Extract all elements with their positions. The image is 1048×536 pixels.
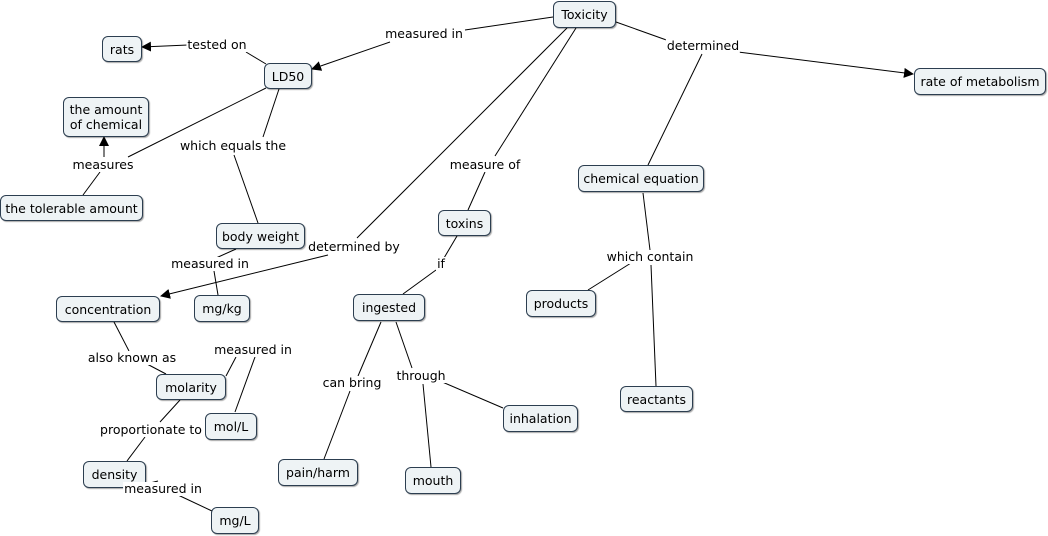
label-measured-in: measured in xyxy=(123,481,203,496)
node-amount-of-chemical[interactable]: the amount of chemical xyxy=(63,97,149,137)
link-also-molarity xyxy=(146,363,167,375)
link-molarity-measured-in xyxy=(225,356,237,377)
label-if: if xyxy=(436,256,446,271)
link-measured-in-ld50 xyxy=(311,41,391,71)
link-determined-chem-eq xyxy=(647,53,703,166)
node-body-weight[interactable]: body weight xyxy=(216,223,305,249)
link-tolerable-measures xyxy=(82,171,101,196)
node-toxicity[interactable]: Toxicity xyxy=(553,1,616,28)
label-measures: measures xyxy=(71,157,135,172)
node-inhalation[interactable]: inhalation xyxy=(503,405,578,432)
node-reactants[interactable]: reactants xyxy=(620,386,693,412)
link-toxicity-measured-in xyxy=(464,16,554,31)
link-toxicity-determined xyxy=(615,21,673,43)
link-molarity-proportionate xyxy=(159,399,181,423)
link-ingested-through xyxy=(395,321,413,369)
link-measured-in-mgl xyxy=(177,494,213,512)
link-ld50-which-equals xyxy=(262,88,280,138)
link-tested-on-rats xyxy=(141,41,189,52)
node-mouth[interactable]: mouth xyxy=(405,467,461,494)
node-ld50[interactable]: LD50 xyxy=(264,63,312,89)
link-determined-by-concentration xyxy=(160,254,329,299)
label-measure-of: measure of xyxy=(448,157,522,172)
node-molarity[interactable]: molarity xyxy=(156,374,226,400)
node-chemical-equation[interactable]: chemical equation xyxy=(578,165,704,192)
node-toxins[interactable]: toxins xyxy=(438,210,491,236)
label-determined: determined xyxy=(665,38,741,53)
node-pain-harm[interactable]: pain/harm xyxy=(278,459,358,486)
label-measured-in: measured in xyxy=(384,26,464,41)
node-rate-of-metabolism[interactable]: rate of metabolism xyxy=(914,68,1046,95)
label-through: through xyxy=(395,368,447,383)
link-toxicity-measure-of xyxy=(494,27,577,157)
node-rats[interactable]: rats xyxy=(102,36,142,62)
link-which-equals-body xyxy=(233,154,259,224)
link-which-contain-reactants xyxy=(650,264,657,387)
node-ingested[interactable]: ingested xyxy=(353,294,425,321)
link-measure-of-toxins xyxy=(467,171,486,211)
node-tolerable-amount[interactable]: the tolerable amount xyxy=(0,195,143,221)
link-toxicity-determined-by xyxy=(356,27,568,239)
node-mg-l[interactable]: mg/L xyxy=(211,507,259,534)
label-determined-by: determined by xyxy=(307,239,401,254)
label-measured-in: measured in xyxy=(213,342,293,357)
link-if-ingested xyxy=(402,269,437,295)
link-proportionate-density xyxy=(126,436,146,462)
link-ld50-tested-on xyxy=(245,51,267,65)
link-determined-rate xyxy=(737,51,914,78)
label-tested-on: tested on xyxy=(186,37,248,52)
label-proportionate-to: proportionate to xyxy=(99,422,203,437)
label-which-contain: which contain xyxy=(605,249,695,264)
link-through-mouth xyxy=(422,383,432,468)
link-chem-which-contain xyxy=(642,192,651,251)
link-through-inhalation xyxy=(439,380,504,409)
label-also-known-as: also known as xyxy=(86,350,178,365)
node-mg-kg[interactable]: mg/kg xyxy=(194,295,250,322)
link-can-bring-pain xyxy=(323,390,351,460)
link-measured-in-moll xyxy=(234,356,256,413)
link-ingested-can-bring xyxy=(357,321,382,377)
link-which-contain-products xyxy=(587,262,632,291)
link-body-measured-in xyxy=(215,248,237,259)
link-concentration-also xyxy=(113,321,130,352)
label-can-bring: can bring xyxy=(321,375,383,390)
link-ld50-measures xyxy=(127,87,267,158)
node-concentration[interactable]: concentration xyxy=(56,296,160,322)
link-measured-in-mgkg xyxy=(213,270,219,296)
label-measured-in: measured in xyxy=(170,256,250,271)
node-mol-l[interactable]: mol/L xyxy=(205,413,257,440)
label-which-equals-the: which equals the xyxy=(178,138,288,153)
link-toxins-if xyxy=(443,235,458,259)
node-products[interactable]: products xyxy=(526,290,596,317)
